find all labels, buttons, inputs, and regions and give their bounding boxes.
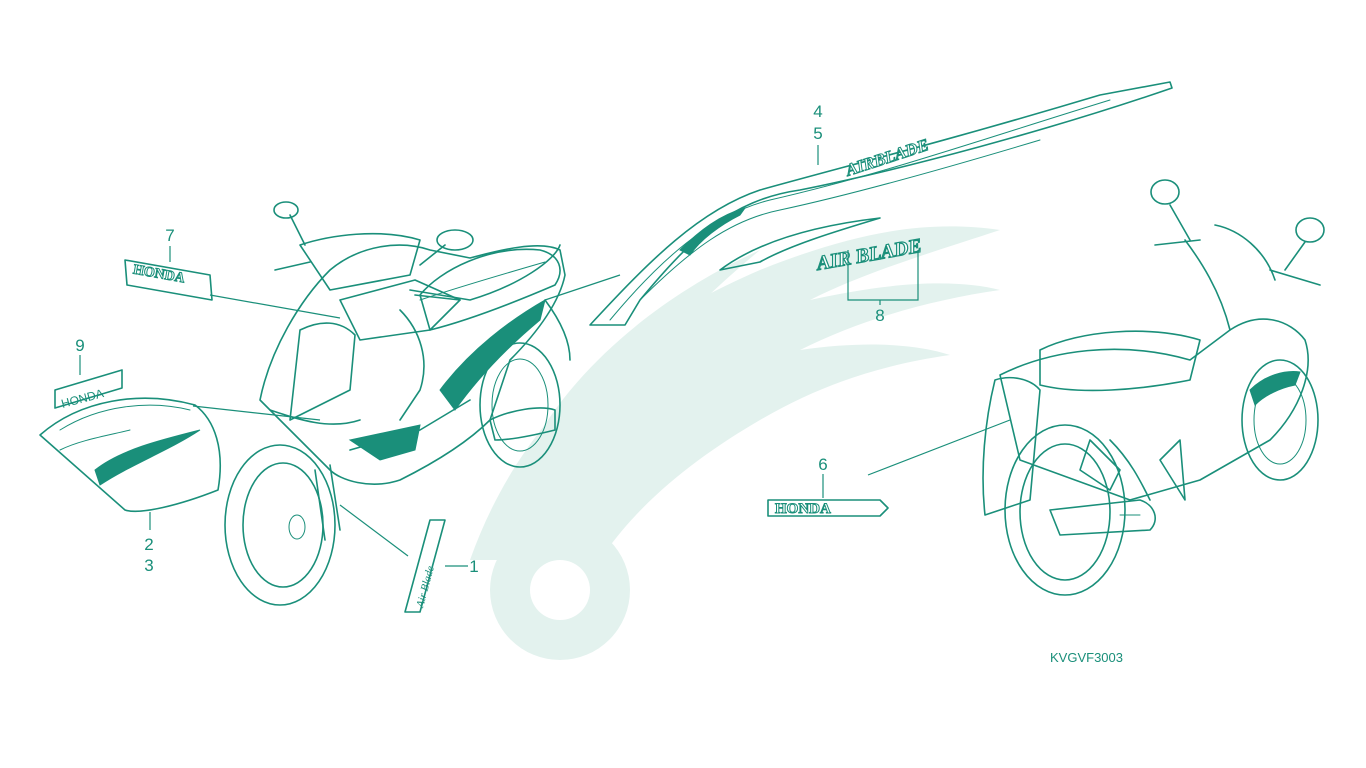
leader-lines bbox=[79, 145, 1011, 567]
part-9-honda-decal: HONDA bbox=[54, 369, 123, 411]
callout-9: 9 bbox=[75, 336, 85, 355]
honda-decal-text-7: HONDA bbox=[132, 263, 187, 287]
part-1-fork-decal: Air Blade bbox=[404, 519, 446, 613]
diagram-code: KVGVF3003 bbox=[1050, 650, 1123, 665]
part-7-honda-decal: HONDA bbox=[124, 259, 213, 301]
part-2-3-side-panel-decal bbox=[39, 397, 222, 513]
part-6-honda-decal: HONDA bbox=[767, 499, 889, 518]
callout-3: 3 bbox=[144, 556, 154, 575]
honda-decal-text-9: HONDA bbox=[60, 386, 105, 411]
watermark-wing-logo bbox=[470, 226, 1000, 660]
scooter-front-view bbox=[224, 201, 571, 606]
callout-7: 7 bbox=[165, 226, 175, 245]
callout-5: 5 bbox=[813, 124, 823, 143]
lower-panel-decal bbox=[348, 424, 421, 461]
callout-1: 1 bbox=[469, 557, 479, 576]
callout-2: 2 bbox=[144, 535, 154, 554]
callout-6: 6 bbox=[818, 455, 828, 474]
callout-8: 8 bbox=[875, 306, 885, 325]
honda-decal-text-6: HONDA bbox=[775, 501, 831, 517]
scooter-rear-view bbox=[982, 179, 1325, 596]
side-stripe-decal bbox=[439, 298, 546, 411]
callout-4: 4 bbox=[813, 102, 823, 121]
fork-decal-text: Air Blade bbox=[414, 565, 437, 610]
airblade-stripe-text: AIRBLADE bbox=[842, 135, 931, 180]
